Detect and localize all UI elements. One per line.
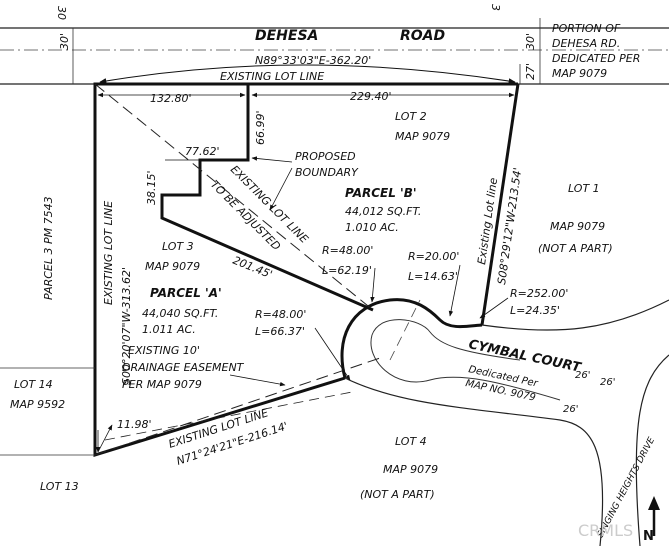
existing-lot-line-adjusted xyxy=(94,83,374,311)
watermark: CRMLS xyxy=(578,521,633,540)
curve2-r: R=20.00' xyxy=(408,250,459,263)
easement-line xyxy=(104,391,353,441)
leader-c4 xyxy=(314,327,351,381)
road-width-right-lower: 27' xyxy=(524,63,537,80)
bearing-west: S00°20'07"W-313.62' xyxy=(120,267,133,385)
lot2-label: LOT 2 xyxy=(395,110,427,123)
street-width-2: 26' xyxy=(600,377,615,388)
portion-line-2: DEHESA RD. xyxy=(552,37,620,50)
proposed-label-2: BOUNDARY xyxy=(295,166,359,179)
parcel-east-line xyxy=(480,83,520,326)
easement-line-1: EXISTING 10' xyxy=(128,344,200,357)
parcel-b-ac: 1.010 AC. xyxy=(345,221,399,234)
curve2-l: L=14.63' xyxy=(408,270,458,283)
parcel-b-area: 44,012 SQ.FT. xyxy=(345,205,421,218)
road-width-right: 30' xyxy=(524,33,537,50)
lot1-map: MAP 9079 xyxy=(550,220,605,233)
dim-132: 132.80' xyxy=(150,92,192,105)
easement-line-3: PER MAP 9079 xyxy=(122,378,202,391)
leader-c3 xyxy=(479,297,509,319)
north-bearing-arc xyxy=(99,64,516,84)
leader-c1 xyxy=(370,267,376,303)
street-width-3: 26' xyxy=(563,404,578,415)
leader-c2 xyxy=(448,264,461,317)
portion-line-1: PORTION OF xyxy=(552,22,621,35)
proposed-boundary xyxy=(160,84,374,312)
portion-line-4: MAP 9079 xyxy=(552,67,607,80)
curve4-l: L=66.37' xyxy=(255,325,305,338)
leader-easement xyxy=(229,374,286,387)
proposed-label-1: PROPOSED xyxy=(295,150,356,163)
lot2-map: MAP 9079 xyxy=(395,130,450,143)
label-existing-lot-line-west: EXISTING LOT LINE xyxy=(102,201,115,305)
lot4-map: MAP 9079 xyxy=(383,463,438,476)
lot3-label: LOT 3 xyxy=(162,240,194,253)
dim-38: 38.15' xyxy=(145,170,158,205)
curve3-l: L=24.35' xyxy=(510,304,560,317)
lot13-label: LOT 13 xyxy=(40,480,79,493)
street-width-1: 26' xyxy=(575,370,590,381)
road-width-left: 30' xyxy=(58,33,71,50)
lot14-label: LOT 14 xyxy=(14,378,53,391)
dim-229: 229.40' xyxy=(350,90,392,103)
parcel-a-name: PARCEL 'A' xyxy=(150,286,222,300)
cul-de-sac-inner-lower xyxy=(370,334,561,401)
lot4-nap: (NOT A PART) xyxy=(360,488,435,501)
lot14-map: MAP 9592 xyxy=(10,398,65,411)
cul-de-sac-arc xyxy=(340,298,483,379)
lot4-label: LOT 4 xyxy=(395,435,427,448)
lot1-label: LOT 1 xyxy=(568,182,600,195)
curve1-l: L=62.19' xyxy=(322,264,372,277)
curve4-r: R=48.00' xyxy=(255,308,306,321)
curve1-r: R=48.00' xyxy=(322,244,373,257)
road-suffix: ROAD xyxy=(400,28,445,44)
leader-proposed-2 xyxy=(269,167,293,211)
cul-de-sac-inner xyxy=(371,319,521,361)
bearing-north: N89°33'03"E-362.20' xyxy=(255,54,371,67)
lot4-lot-line xyxy=(389,299,421,361)
lot3-map: MAP 9079 xyxy=(145,260,200,273)
parcel-a-ac: 1.011 AC. xyxy=(142,323,196,336)
parcel3-label: PARCEL 3 PM 7543 xyxy=(42,196,55,300)
dim-11: 11.98' xyxy=(117,418,152,431)
parcel-a-area: 44,040 SQ.FT. xyxy=(142,307,218,320)
cymbal-court-north-edge xyxy=(481,299,669,331)
north-label: N xyxy=(643,529,654,544)
dim-11-line xyxy=(97,424,113,453)
north-arrow-icon xyxy=(648,496,660,536)
existing-lot-line-south xyxy=(94,357,381,456)
corner-marker-right: 3 xyxy=(489,4,502,11)
parcel-b-name: PARCEL 'B' xyxy=(345,186,417,200)
portion-line-3: DEDICATED PER xyxy=(552,52,640,65)
parcel-boundary xyxy=(93,82,518,458)
singing-heights-edge xyxy=(635,354,669,546)
bearing-east: S08°29'12"W-213.54' xyxy=(495,167,524,286)
dim-66: 66.99' xyxy=(254,110,267,145)
curve3-r: R=252.00' xyxy=(510,287,568,300)
dim-77: 77.62' xyxy=(185,145,220,158)
cymbal-court-south-edge xyxy=(344,377,604,546)
easement-line-2: DRAINAGE EASEMENT xyxy=(122,361,245,374)
lot1-nap: (NOT A PART) xyxy=(538,242,613,255)
label-existing-lot-line: EXISTING LOT LINE xyxy=(220,70,324,83)
road-name: DEHESA xyxy=(255,28,318,44)
corner-marker-left: 30 xyxy=(55,6,68,20)
leader-proposed xyxy=(251,156,293,163)
